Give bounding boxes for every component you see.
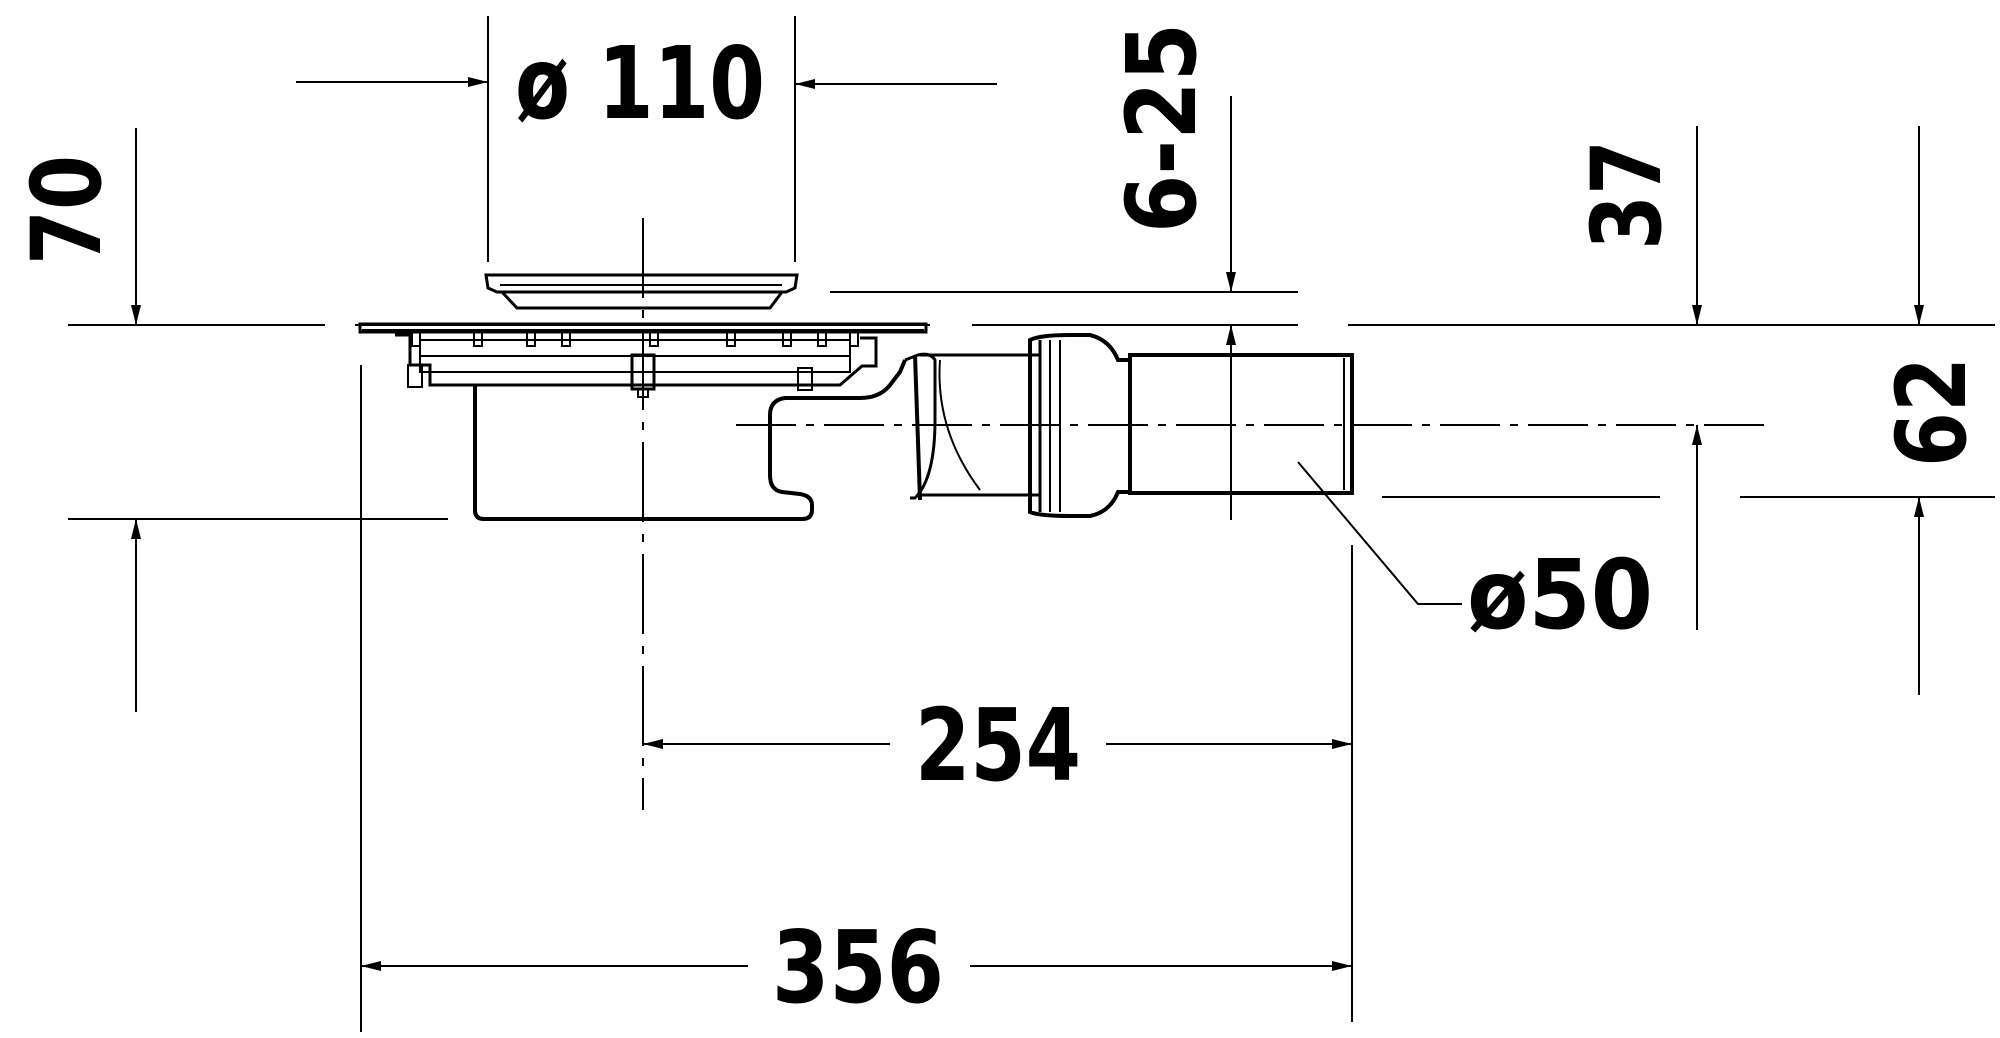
dimension-height-62: 62: [1876, 126, 1988, 695]
clamping-ring: [395, 333, 878, 387]
outlet-pipe: [1128, 353, 1354, 495]
shower-drain-body: [358, 273, 1354, 521]
height-70-label: 70: [11, 155, 123, 265]
length-254-label: 254: [915, 687, 1081, 804]
extension-lines: [360, 16, 1353, 1032]
dimension-diameter-110: ø 110: [296, 25, 997, 142]
diameter-50-label: ø50: [1467, 539, 1653, 651]
dimension-diameter-50: ø50: [1297, 461, 1653, 651]
dimension-length-254: 254: [643, 687, 1352, 804]
diameter-110-label: ø 110: [515, 25, 765, 142]
length-356-label: 356: [772, 909, 944, 1026]
drain-pot: [473, 359, 907, 521]
grate-cover: [484, 273, 799, 294]
height-37-label: 37: [1571, 140, 1683, 250]
dimension-height-70: 70: [11, 128, 141, 712]
dimension-length-356: 356: [361, 909, 1352, 1026]
range-6-25-label: 6-25: [1106, 23, 1218, 233]
dimension-range-6-25: 6-25: [1106, 23, 1236, 520]
height-62-label: 62: [1876, 357, 1988, 467]
flange-plate: [358, 322, 928, 334]
dimension-height-37: 37: [1571, 126, 1702, 630]
